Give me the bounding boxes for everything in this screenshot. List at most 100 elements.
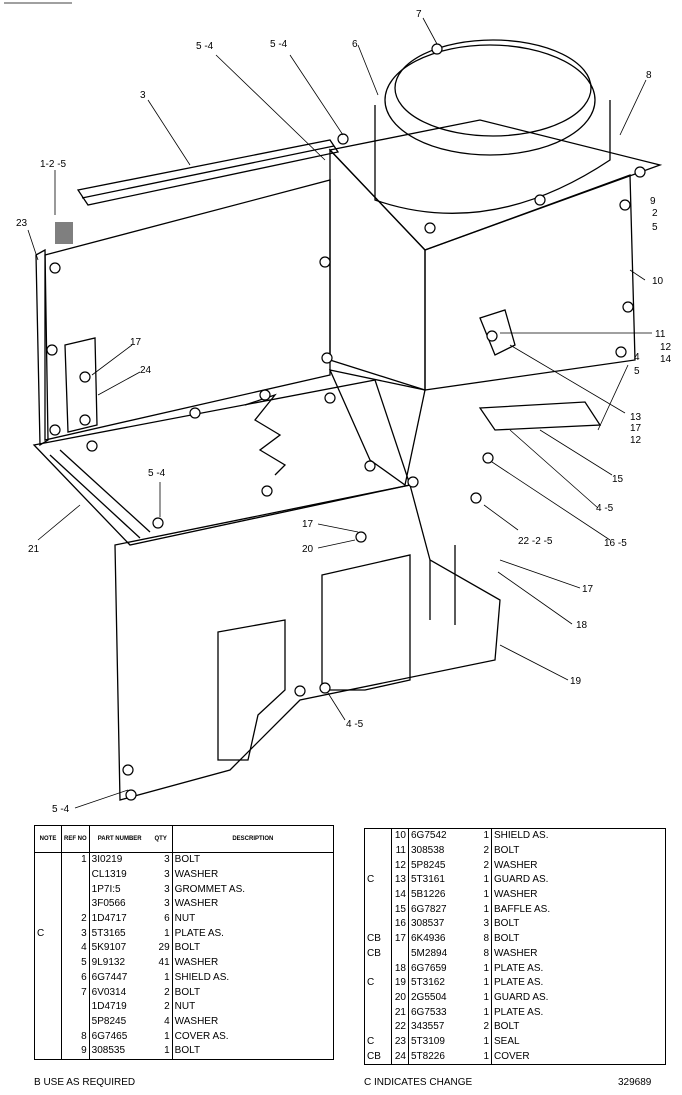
cell-part: 6G7533 — [411, 1006, 447, 1018]
cell-ref — [61, 897, 90, 912]
cell-desc: GROMMET AS. — [174, 883, 246, 895]
cell-qty: 1 — [469, 990, 492, 1006]
cell-ref: 2 — [61, 911, 90, 927]
cell-part: 308535 — [91, 1045, 126, 1057]
cell-part: 2G5504 — [411, 991, 447, 1003]
col-part: PART NUMBER — [89, 825, 150, 853]
cell-part: 308537 — [411, 918, 445, 930]
cell-qty: 1 — [469, 873, 492, 888]
callout-15: 15 — [612, 474, 624, 485]
front-plate — [114, 484, 501, 801]
callout-1-2-5: 1-2 -5 — [40, 159, 67, 170]
cell-qty: 1 — [469, 902, 492, 918]
cell-note: CB — [364, 931, 392, 947]
cell-ref: 20 — [391, 990, 409, 1006]
cell-ref: 12 — [391, 858, 409, 874]
cell-ref — [61, 867, 90, 883]
cell-part: 5T3165 — [91, 927, 126, 939]
callout-5-4-a: 5 -4 — [196, 41, 214, 52]
cell-note — [34, 882, 62, 898]
cell-note — [364, 990, 392, 1006]
cell-note — [364, 902, 392, 918]
cell-qty: 2 — [149, 999, 173, 1015]
cell-part: 6V0314 — [91, 986, 127, 998]
cell-ref — [391, 946, 409, 962]
cell-qty: 1 — [149, 926, 173, 942]
cell-desc: PLATE AS. — [494, 962, 544, 974]
cell-qty: 41 — [149, 955, 173, 971]
cell-desc: BOLT — [174, 1045, 201, 1057]
illustration-number: 329689 — [618, 1077, 652, 1088]
cell-ref: 10 — [391, 828, 409, 844]
cell-qty: 1 — [469, 975, 492, 991]
cell-ref: 9 — [61, 1043, 90, 1060]
cell-desc: PLATE AS. — [494, 1006, 544, 1018]
cell-part: 343557 — [411, 1021, 445, 1033]
cell-part: 5T3161 — [411, 874, 445, 886]
note-b: B USE AS REQUIRED — [34, 1077, 136, 1088]
col-qty: QTY — [149, 825, 173, 853]
callout-17-a: 17 — [130, 337, 142, 348]
cell-part: 3I0219 — [91, 854, 123, 866]
col-note: NOTE — [34, 825, 62, 853]
callout-7: 7 — [416, 9, 422, 20]
cell-part: 9L9132 — [91, 957, 126, 969]
note-c: C INDICATES CHANGE — [364, 1077, 473, 1088]
callout-6: 6 — [352, 39, 358, 50]
callout-8: 8 — [646, 70, 652, 81]
cell-part: 6K4936 — [411, 933, 446, 945]
cell-desc: SHIELD AS. — [174, 971, 230, 983]
callout-11: 11 — [655, 329, 666, 340]
cell-qty: 3 — [469, 917, 492, 932]
upper-box-front — [329, 148, 426, 391]
cell-note: C — [364, 1034, 392, 1050]
cell-qty: 8 — [469, 931, 492, 947]
cell-desc: NUT — [174, 1001, 196, 1013]
cell-desc: BOLT — [174, 854, 201, 866]
cell-note — [34, 955, 62, 971]
callout-5-b: 5 — [634, 366, 640, 377]
cell-part: 3F0566 — [91, 898, 126, 910]
callout-4: 4 — [634, 352, 640, 363]
bracket-b — [321, 554, 411, 691]
cell-part: 6G7827 — [411, 903, 447, 915]
cell-desc: WASHER — [174, 898, 219, 910]
callout-23: 23 — [16, 218, 28, 229]
cell-ref: 13 — [391, 873, 409, 888]
cell-desc: WASHER — [174, 957, 219, 969]
cell-ref: 21 — [391, 1005, 409, 1020]
cell-part: 1D4719 — [91, 1001, 127, 1013]
cell-ref: 4 — [61, 941, 90, 956]
cell-part: 6G7542 — [411, 830, 447, 842]
cell-qty: 1 — [469, 1049, 492, 1065]
shelf-plate — [32, 379, 411, 546]
cell-desc: BOLT — [494, 845, 520, 857]
cell-desc: WASHER — [494, 947, 538, 959]
callout-12-a: 12 — [660, 342, 672, 353]
cell-note — [364, 1019, 392, 1035]
cell-note — [34, 941, 62, 956]
callout-24: 24 — [140, 365, 152, 376]
cell-ref: 24 — [391, 1049, 409, 1065]
cell-qty: 4 — [149, 1014, 173, 1030]
cell-qty: 1 — [469, 1005, 492, 1020]
funnel — [328, 369, 426, 487]
cell-note: C — [364, 975, 392, 991]
cell-desc: PLATE AS. — [494, 977, 544, 989]
cell-qty: 1 — [469, 887, 492, 903]
